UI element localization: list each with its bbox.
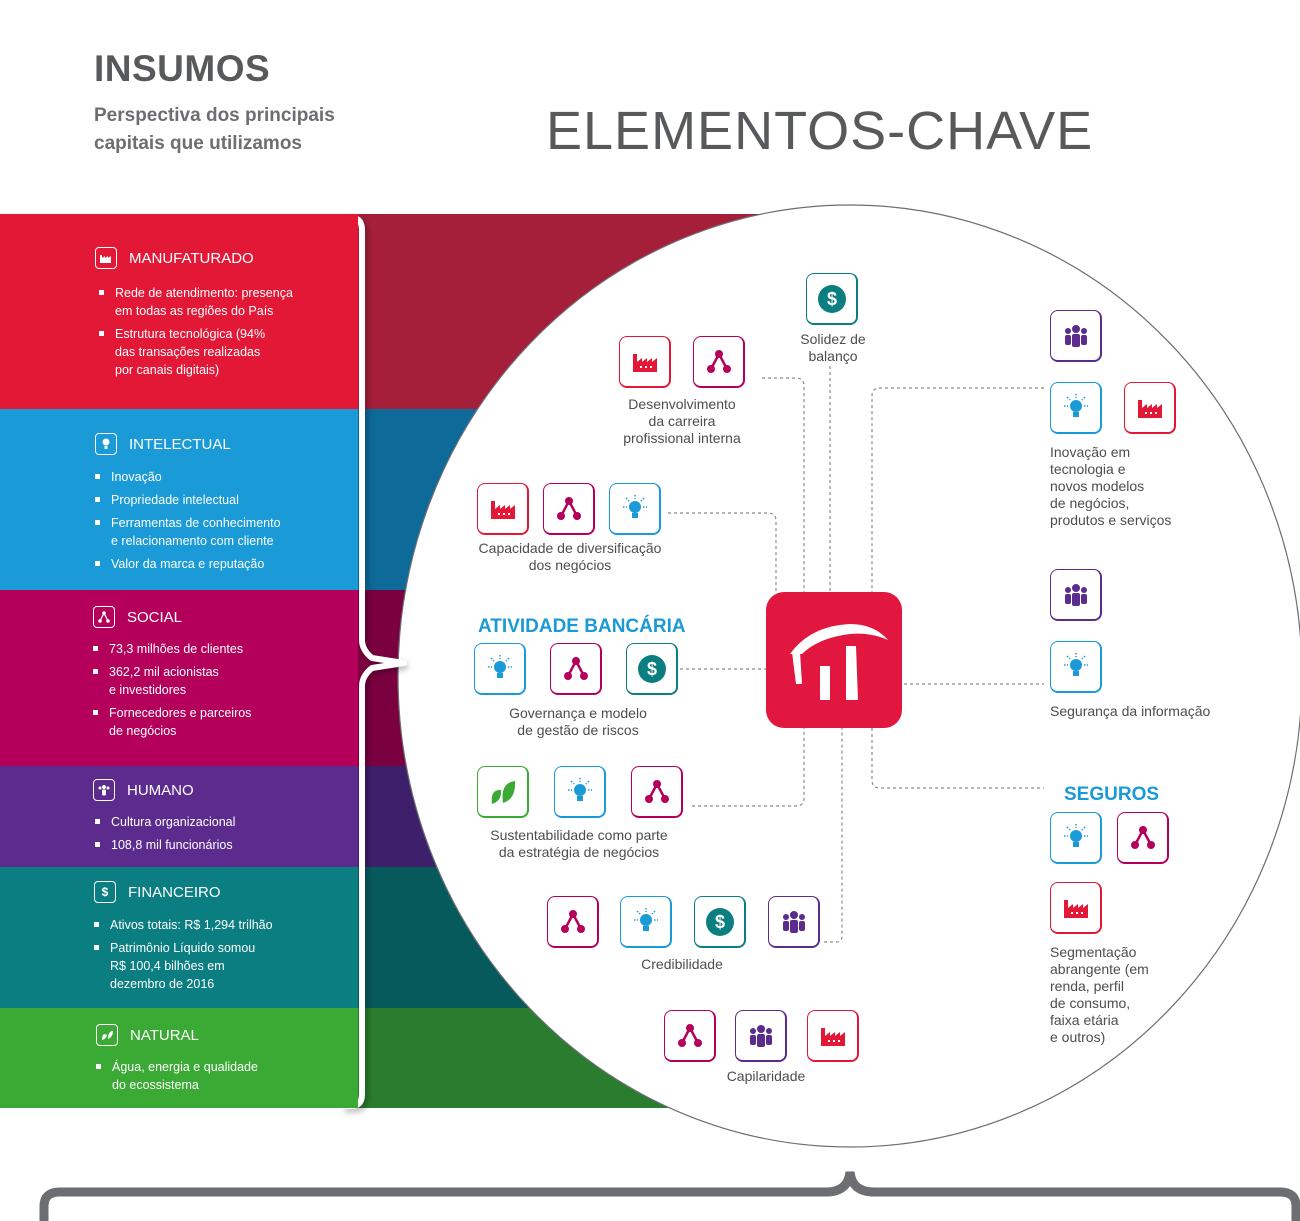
capital-item: Água, energia e qualidade do ecossistema	[96, 1058, 258, 1094]
capital-intelectual: INTELECTUAL Inovação Propriedade intelec…	[0, 409, 358, 590]
lightbulb-icon	[474, 643, 526, 695]
capital-item: Estrutura tecnológica (94% das transaçõe…	[99, 325, 293, 379]
people-icon	[93, 779, 115, 801]
capital-label: MANUFATURADO	[129, 249, 254, 267]
capital-item: Patrimônio Líquido somou R$ 100,4 bilhõe…	[94, 939, 273, 993]
network-icon	[550, 643, 602, 695]
lightbulb-icon	[620, 896, 672, 948]
element-label-seguranca: Segurança da informação	[1050, 703, 1211, 719]
leaf-icon	[477, 766, 529, 818]
capital-label: SOCIAL	[127, 608, 183, 626]
capital-label: INTELECTUAL	[129, 435, 231, 453]
key-elements-title: ELEMENTOS-CHAVE	[546, 101, 1094, 161]
element-label-governanca: Governança e modelo de gestão de riscos	[509, 705, 647, 738]
leaf-icon	[96, 1024, 118, 1046]
capital-item: Propriedade intelectual	[95, 491, 281, 509]
capital-item: Ativos totais: R$ 1,294 trilhão	[94, 916, 273, 934]
factory-icon	[95, 247, 117, 269]
connector-credibilidade	[824, 728, 843, 943]
capital-humano: HUMANO Cultura organizacional 108,8 mil …	[0, 766, 358, 867]
element-label-diversificacao: Capacidade de diversificação dos negócio…	[478, 540, 662, 573]
dollar-icon: $	[806, 273, 858, 325]
factory-icon	[1124, 382, 1176, 434]
factory-icon	[477, 483, 529, 535]
lightbulb-icon	[1050, 641, 1102, 693]
network-icon	[693, 336, 745, 388]
dollar-icon: $	[694, 896, 746, 948]
capital-item: 362,2 mil acionistas e investidores	[93, 663, 251, 699]
connector-inovacao	[871, 387, 1044, 592]
capital-label: NATURAL	[130, 1026, 199, 1044]
capital-item: Valor da marca e reputação	[95, 555, 281, 573]
capital-item: Cultura organizacional	[95, 813, 235, 831]
dollar-icon: $	[94, 881, 116, 903]
network-icon	[1117, 812, 1169, 864]
network-icon	[664, 1010, 716, 1062]
lightbulb-icon	[609, 483, 661, 535]
element-label-solidez: Solidez de balanço	[800, 331, 866, 364]
element-label-carreira: Desenvolvimento da carreira profissional…	[623, 396, 741, 446]
people-icon	[768, 896, 820, 948]
network-icon	[543, 483, 595, 535]
element-label-capilaridade: Capilaridade	[726, 1068, 806, 1084]
factory-icon	[1050, 882, 1102, 934]
capital-label: FINANCEIRO	[128, 883, 221, 901]
capital-natural: NATURAL Água, energia e qualidade do eco…	[0, 1008, 358, 1108]
factory-icon	[619, 336, 671, 388]
svg-text:$: $	[646, 659, 656, 679]
capital-manufaturado: MANUFATURADO Rede de atendimento: presen…	[0, 214, 358, 409]
element-label-sustentabilidade: Sustentabilidade como parte da estratégi…	[490, 827, 668, 860]
dollar-icon: $	[626, 643, 678, 695]
capital-financeiro: $ FINANCEIRO Ativos totais: R$ 1,294 tri…	[0, 867, 358, 1008]
svg-text:$: $	[826, 289, 836, 309]
capital-item: Inovação	[95, 468, 281, 486]
lightbulb-icon	[554, 766, 606, 818]
element-label-inovacao: Inovação em tecnologia e novos modelos d…	[1050, 444, 1172, 528]
page-subtitle: Perspectiva dos principais capitais que …	[94, 105, 335, 154]
connector-sustentabilidade	[692, 728, 805, 807]
capital-label: HUMANO	[127, 781, 194, 799]
capital-item: 73,3 milhões de clientes	[93, 640, 251, 658]
capital-item: Rede de atendimento: presença em todas a…	[99, 284, 293, 320]
capital-item: Ferramentas de conhecimento e relacionam…	[95, 514, 281, 550]
lightbulb-icon	[95, 433, 117, 455]
banking-section-title: ATIVIDADE BANCÁRIA	[478, 616, 686, 637]
capital-item: Fornecedores e parceiros de negócios	[93, 704, 251, 740]
people-icon	[1050, 310, 1102, 362]
bottom-bracket	[39, 1171, 1300, 1221]
svg-text:$: $	[714, 912, 724, 932]
lightbulb-icon	[1050, 812, 1102, 864]
brace	[342, 215, 407, 1109]
insurance-section-title: SEGUROS	[1064, 784, 1160, 805]
element-label-credibilidade: Credibilidade	[641, 956, 723, 972]
capital-item: 108,8 mil funcionários	[95, 836, 235, 854]
lightbulb-icon	[1050, 382, 1102, 434]
element-label-segmentacao: Segmentação abrangente (em renda, perfil…	[1050, 944, 1149, 1045]
people-icon	[1050, 569, 1102, 621]
network-icon	[93, 606, 115, 628]
people-icon	[735, 1010, 787, 1062]
page-title: INSUMOS	[94, 48, 271, 89]
network-icon	[631, 766, 683, 818]
network-icon	[547, 896, 599, 948]
factory-icon	[807, 1010, 859, 1062]
bank-logo	[766, 592, 902, 728]
capital-social: SOCIAL 73,3 milhões de clientes 362,2 mi…	[0, 590, 358, 766]
